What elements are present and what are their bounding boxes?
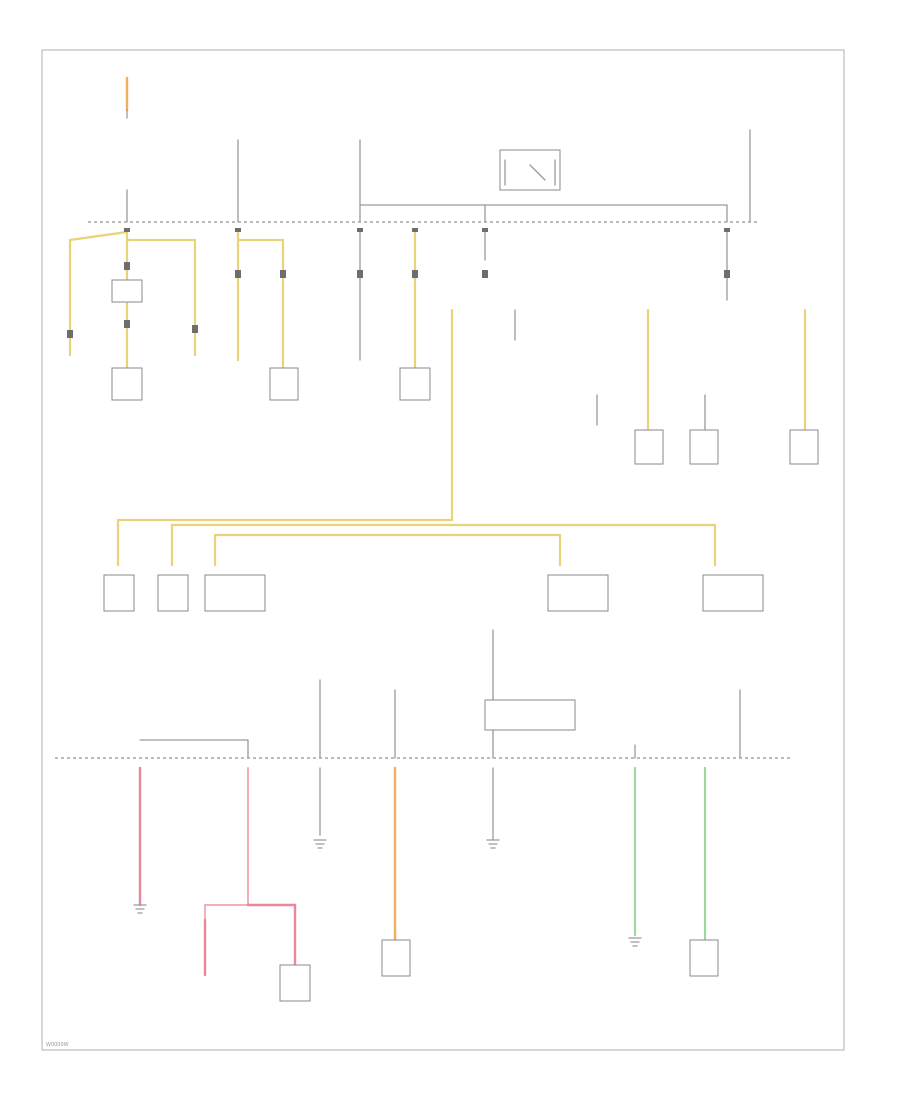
footer-code: W0000W	[46, 1042, 69, 1048]
relay-top-switch	[504, 159, 556, 186]
wire-mid-bus-4	[450, 533, 562, 567]
wire-mid-bus-2	[170, 523, 454, 567]
component-mid-1	[103, 574, 135, 612]
component-mid-2	[157, 574, 189, 612]
component-right-1	[634, 429, 664, 465]
wire-bottom-red-3	[246, 903, 297, 967]
component-top-3	[399, 367, 431, 401]
connector-marks-top	[67, 228, 730, 338]
component-right-2	[689, 429, 719, 465]
component-top-1	[111, 367, 143, 401]
diagram-frame	[41, 49, 845, 1051]
wire-branch-1c	[125, 238, 197, 357]
component-top-ground-box	[111, 279, 143, 303]
wire-mid-bus-1	[116, 518, 454, 567]
wire-mid-bus-5	[450, 523, 717, 567]
relay-mid-2	[547, 574, 609, 612]
wire-branch-2b	[236, 238, 285, 372]
relay-mid-1	[204, 574, 266, 612]
wire-bottom-feed-1	[139, 739, 249, 759]
wire-bottom-pink-1	[204, 767, 249, 976]
relay-bottom	[484, 699, 576, 731]
component-bottom-3	[689, 939, 719, 977]
relay-mid-3	[702, 574, 764, 612]
wire-mid-bus-3	[213, 533, 454, 567]
component-bottom-1	[279, 964, 311, 1002]
relay-top	[499, 149, 561, 191]
wire-branch-1	[68, 230, 129, 357]
component-top-2	[269, 367, 299, 401]
component-bottom-2	[381, 939, 411, 977]
ground-icons	[133, 839, 642, 947]
wire-feed-4	[359, 204, 728, 223]
component-right-3	[789, 429, 819, 465]
